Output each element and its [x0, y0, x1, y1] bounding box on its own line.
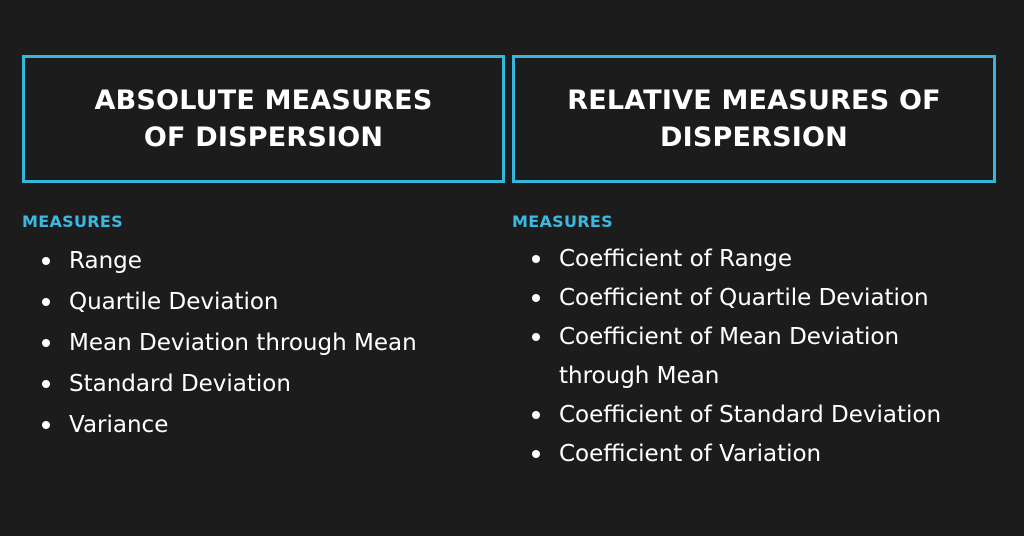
list-item: Variance [22, 405, 417, 446]
absolute-measures-label: MEASURES [22, 212, 123, 231]
list-item: Coefficient of Quartile Deviation [512, 279, 941, 318]
list-item-label: Quartile Deviation [69, 289, 279, 315]
absolute-title-line-1: ABSOLUTE MEASURES [94, 85, 433, 116]
list-item-label: Coefficient of Mean Deviation through Me… [559, 324, 900, 389]
list-item: Coefficient of Range [512, 240, 941, 279]
absolute-title-line-2: OF DISPERSION [143, 122, 384, 153]
absolute-measures-title-box: ABSOLUTE MEASURES OF DISPERSION [22, 55, 505, 183]
list-item: Coefficient of Standard Deviation [512, 396, 941, 435]
list-item: Coefficient of Variation [512, 435, 941, 474]
list-item-label: Standard Deviation [69, 371, 291, 397]
list-item-label: Coefficient of Quartile Deviation [559, 285, 929, 311]
relative-measures-title: RELATIVE MEASURES OF DISPERSION [567, 82, 941, 156]
list-item: Coefficient of Mean Deviation through Me… [512, 318, 919, 396]
list-item-label: Coefficient of Range [559, 246, 792, 272]
list-item: Range [22, 241, 417, 282]
list-item-label: Range [69, 248, 142, 274]
bullet-icon [532, 450, 540, 458]
relative-title-line-1: RELATIVE MEASURES OF [567, 85, 941, 116]
relative-measures-list: Coefficient of Range Coefficient of Quar… [512, 240, 941, 474]
bullet-icon [532, 333, 540, 341]
list-item-label: Coefficient of Standard Deviation [559, 402, 942, 428]
list-item: Standard Deviation [22, 364, 417, 405]
bullet-icon [42, 339, 50, 347]
bullet-icon [42, 421, 50, 429]
bullet-icon [42, 380, 50, 388]
list-item-label: Mean Deviation through Mean [69, 330, 417, 356]
list-item: Mean Deviation through Mean [22, 323, 417, 364]
list-item-label: Coefficient of Variation [559, 441, 822, 467]
bullet-icon [42, 257, 50, 265]
bullet-icon [532, 294, 540, 302]
bullet-icon [42, 298, 50, 306]
absolute-measures-list: Range Quartile Deviation Mean Deviation … [22, 241, 417, 446]
absolute-measures-title: ABSOLUTE MEASURES OF DISPERSION [95, 82, 433, 156]
bullet-icon [532, 411, 540, 419]
list-item: Quartile Deviation [22, 282, 417, 323]
relative-measures-label: MEASURES [512, 212, 613, 231]
relative-title-line-2: DISPERSION [660, 122, 848, 153]
bullet-icon [532, 255, 540, 263]
relative-measures-title-box: RELATIVE MEASURES OF DISPERSION [512, 55, 996, 183]
list-item-label: Variance [69, 412, 169, 438]
